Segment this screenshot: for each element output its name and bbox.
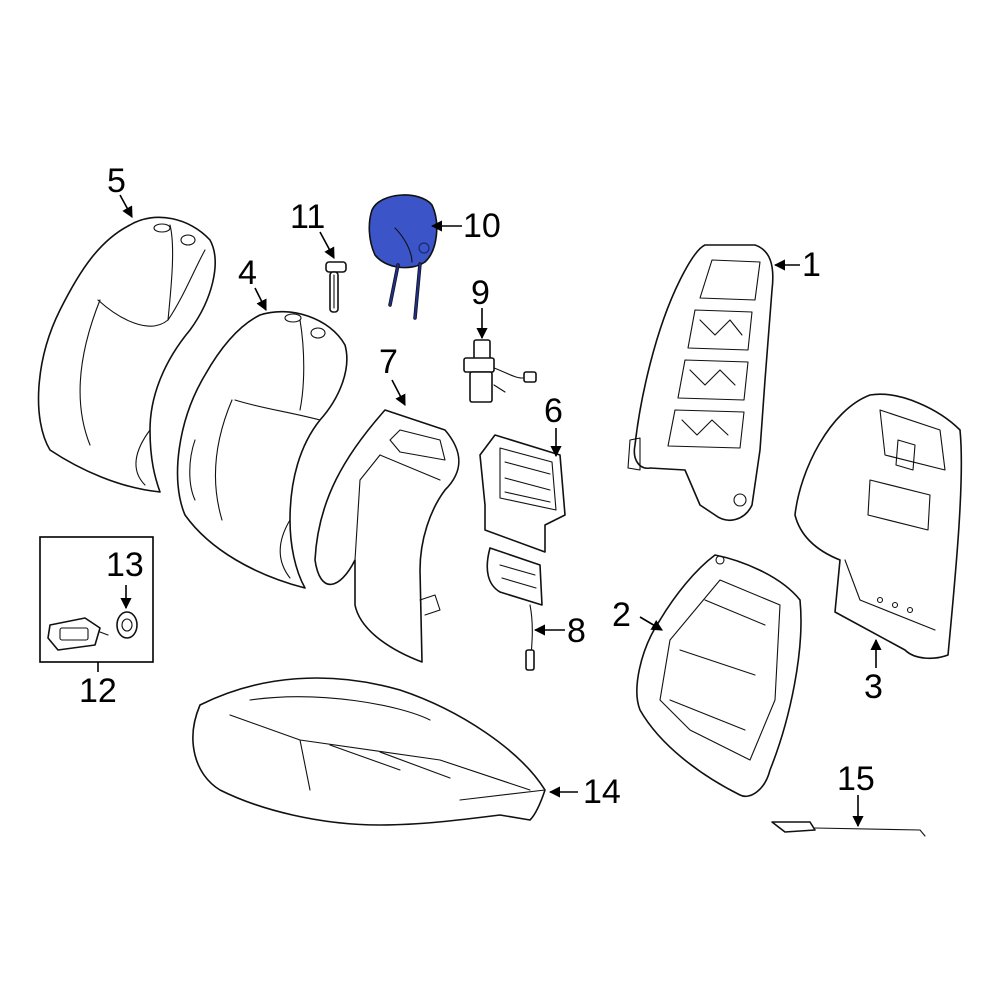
leader-4 xyxy=(254,287,267,312)
callout-6: 6 xyxy=(544,392,563,430)
callout-9: 9 xyxy=(471,274,490,312)
callout-7: 7 xyxy=(379,343,398,381)
callout-8: 8 xyxy=(567,612,586,650)
callout-12: 12 xyxy=(79,672,117,710)
callout-11: 11 xyxy=(290,198,325,236)
inset-box-12 xyxy=(39,536,154,663)
callout-5: 5 xyxy=(107,162,126,200)
callout-3: 3 xyxy=(864,668,883,706)
callout-15: 15 xyxy=(837,760,875,798)
callout-13: 13 xyxy=(106,546,144,584)
part-4-backrest-trim[interactable] xyxy=(176,310,348,589)
leader-7 xyxy=(391,379,406,406)
part-13-knob[interactable] xyxy=(116,611,138,639)
part-8-lumbar-support[interactable] xyxy=(486,547,543,671)
part-9-actuator[interactable] xyxy=(463,339,537,403)
part-1-backrest-frame[interactable] xyxy=(627,244,774,521)
callout-1: 1 xyxy=(802,246,821,284)
callout-labels: 5 4 7 11 10 9 6 8 1 3 2 14 15 13 12 xyxy=(79,162,883,811)
leader-5 xyxy=(119,194,133,218)
part-6-lumbar-module[interactable] xyxy=(479,434,566,553)
part-14-seat-cushion[interactable] xyxy=(192,677,546,826)
leader-2 xyxy=(639,616,663,631)
part-12-switch[interactable] xyxy=(47,617,109,651)
callout-10: 10 xyxy=(463,207,501,245)
part-10-headrest[interactable] xyxy=(368,194,438,320)
callout-2: 2 xyxy=(612,596,631,634)
part-15-cable[interactable] xyxy=(771,821,926,837)
part-2-seat-frame[interactable] xyxy=(636,554,802,797)
leader-11 xyxy=(319,231,335,259)
part-11-headrest-guide[interactable] xyxy=(325,261,347,313)
part-3-back-panel[interactable] xyxy=(794,393,963,660)
part-7-backrest-pad[interactable] xyxy=(314,409,460,663)
leader-lines xyxy=(97,194,882,828)
callout-14: 14 xyxy=(583,773,621,811)
part-5-backrest-cover[interactable] xyxy=(37,216,216,493)
callout-4: 4 xyxy=(238,254,257,292)
